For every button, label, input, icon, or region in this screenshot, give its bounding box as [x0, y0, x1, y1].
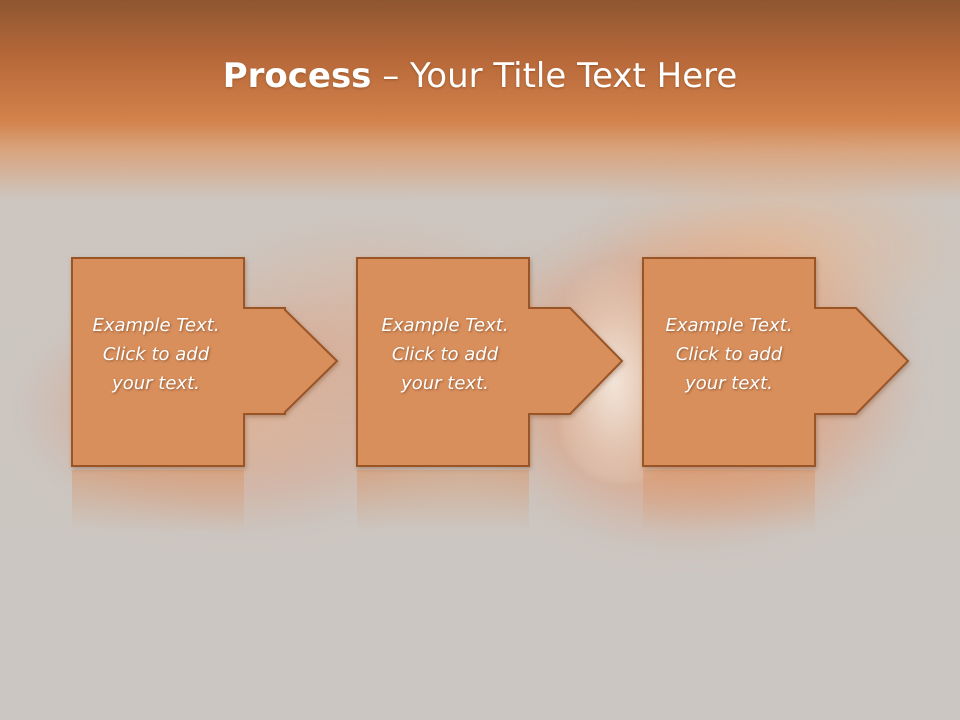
process-step-2[interactable] — [356, 257, 624, 467]
slide-title[interactable]: Process – Your Title Text Here — [0, 54, 960, 98]
title-rest: – Your Title Text Here — [371, 56, 738, 96]
reflection-2 — [357, 470, 529, 532]
reflection-1 — [72, 470, 244, 532]
process-step-3[interactable] — [642, 257, 910, 467]
reflection-3 — [643, 470, 815, 532]
title-bold: Process — [222, 56, 372, 96]
process-step-1[interactable] — [71, 257, 339, 467]
